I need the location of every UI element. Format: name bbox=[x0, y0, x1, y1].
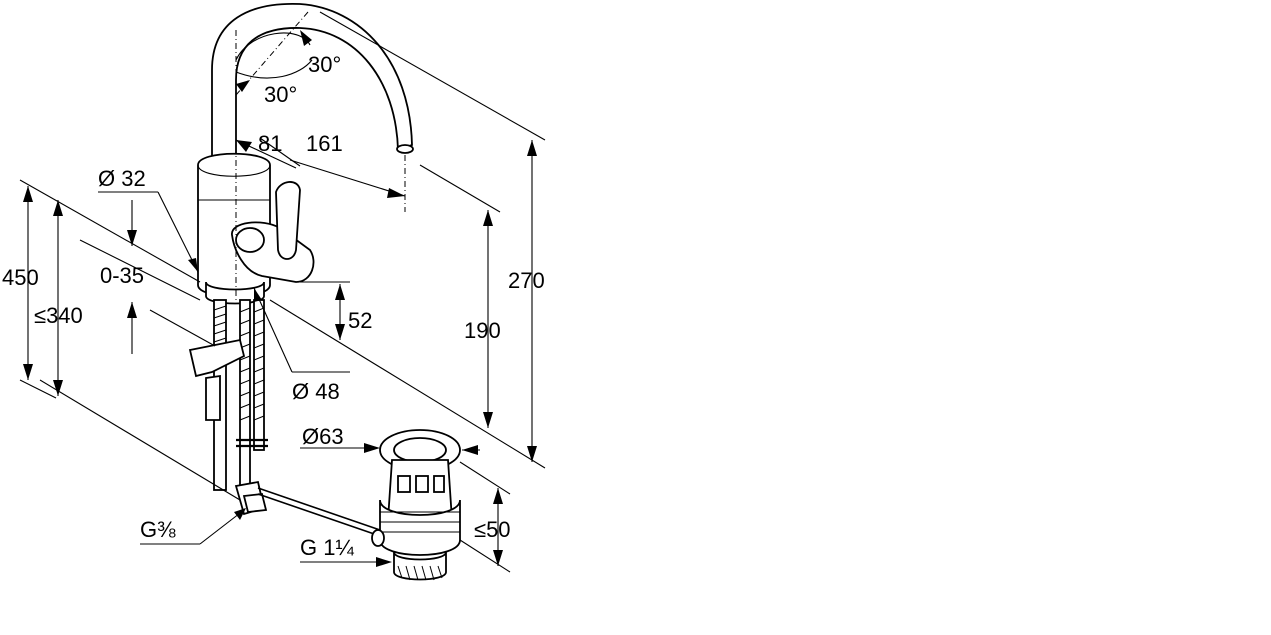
label-g-3-8: G⅜ bbox=[140, 517, 176, 542]
label-diameter-32: Ø 32 bbox=[98, 166, 146, 191]
label-diameter-63: Ø63 bbox=[302, 424, 344, 449]
label-0-35: 0-35 bbox=[100, 263, 144, 288]
label-g-1-1-4: G 1¼ bbox=[300, 535, 354, 560]
label-190: 190 bbox=[464, 318, 501, 343]
label-161: 161 bbox=[306, 131, 343, 156]
label-450: 450 bbox=[2, 265, 39, 290]
label-81: 81 bbox=[258, 131, 282, 156]
label-diameter-48: Ø 48 bbox=[292, 379, 340, 404]
waste-valve-illustration bbox=[371, 429, 461, 581]
label-max-340: ≤340 bbox=[34, 303, 83, 328]
dimension-labels: 30° 30° 81 161 Ø 32 450 ≤340 0-35 52 Ø 4… bbox=[2, 52, 545, 560]
label-52: 52 bbox=[348, 308, 372, 333]
label-270: 270 bbox=[508, 268, 545, 293]
label-max-50: ≤50 bbox=[474, 517, 511, 542]
label-30-lower: 30° bbox=[264, 82, 297, 107]
faucet-illustration bbox=[188, 3, 414, 537]
dimension-lines bbox=[19, 11, 546, 573]
label-30-upper: 30° bbox=[308, 52, 341, 77]
